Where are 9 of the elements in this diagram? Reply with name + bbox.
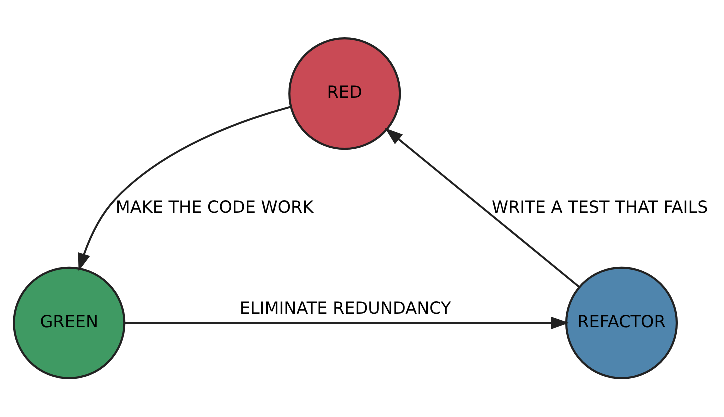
arrow bbox=[124, 316, 570, 330]
edge-label: WRITE A TEST THAT FAILS bbox=[492, 196, 708, 217]
arrow bbox=[78, 106, 292, 272]
node-circle: GREEN bbox=[13, 266, 126, 380]
node-circle: RED bbox=[288, 38, 402, 150]
edge-label: ELIMINATE REDUNDANCY bbox=[240, 298, 452, 318]
node-circle: REFACTOR bbox=[565, 266, 678, 380]
arrow bbox=[385, 128, 580, 288]
edge-label: MAKE THE CODE WORK bbox=[116, 196, 314, 217]
